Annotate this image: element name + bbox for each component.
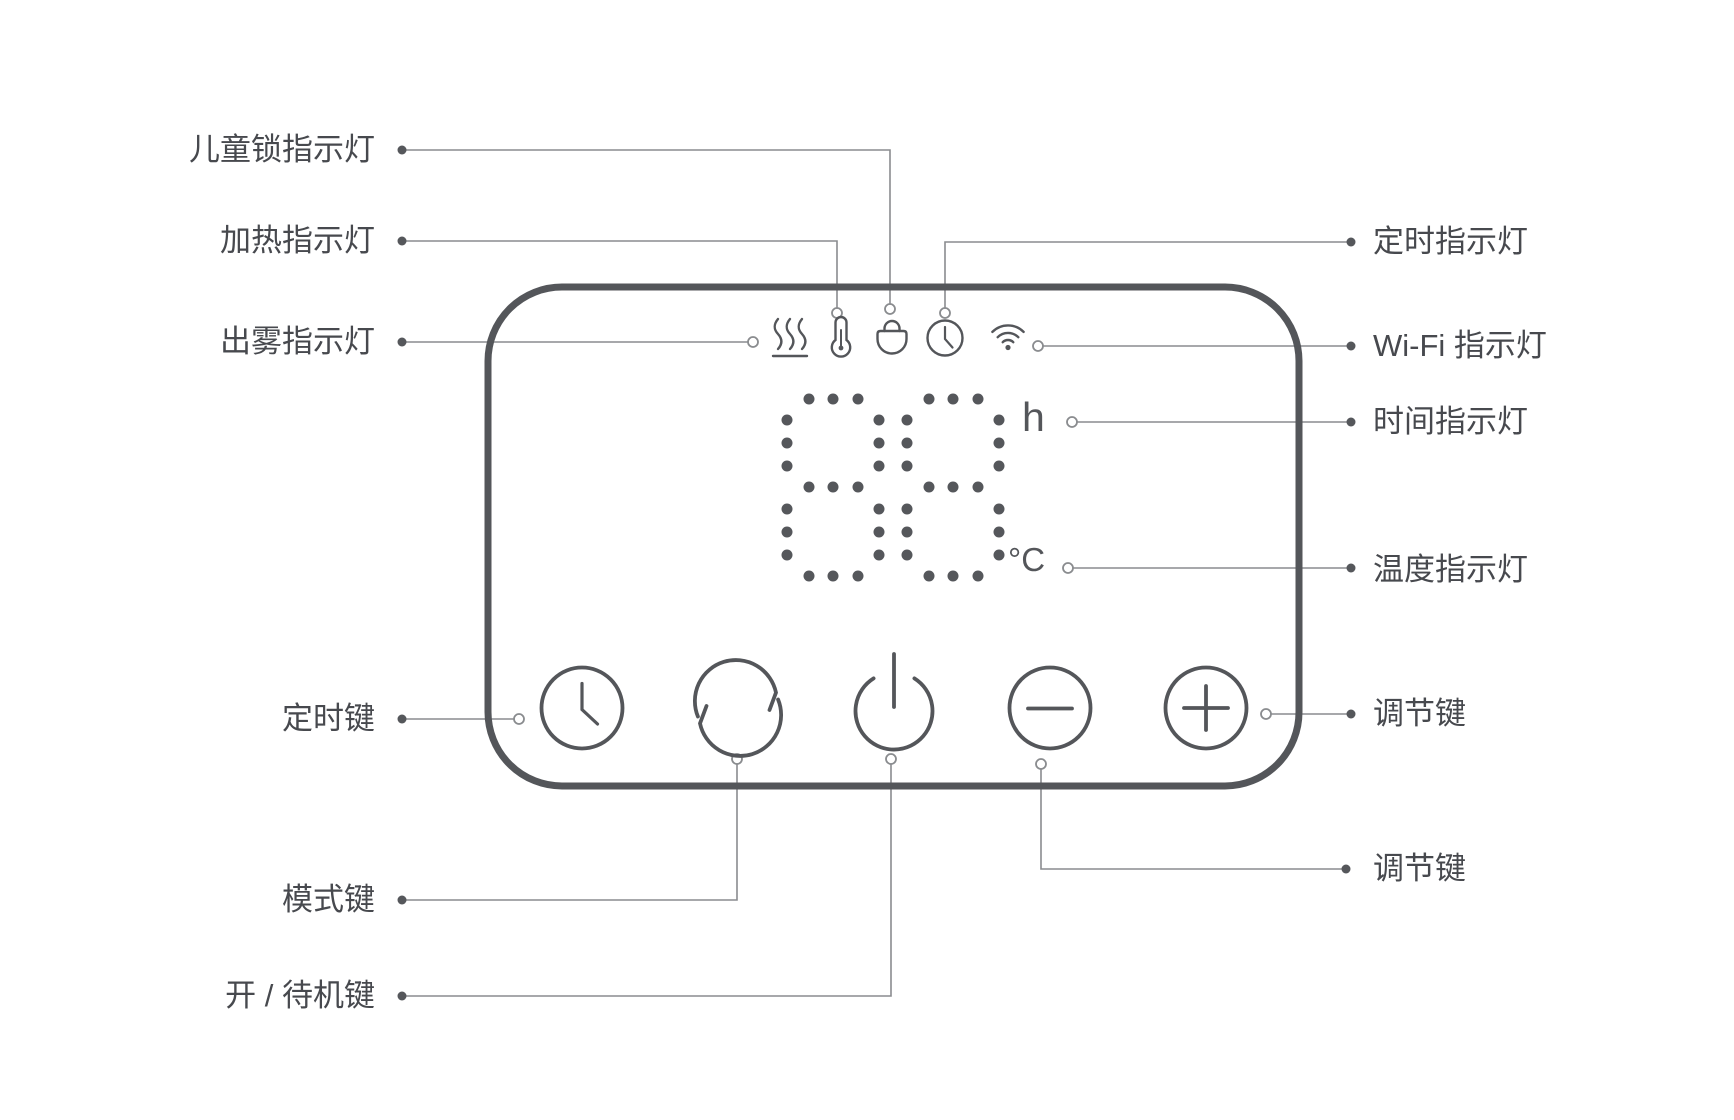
label-adjust-button-minus: 调节键 [1373, 851, 1466, 886]
thermometer-icon [830, 315, 852, 358]
timer-button[interactable] [539, 665, 625, 751]
panel-outline [484, 283, 1303, 790]
label-mist-indicator: 出雾指示灯 [220, 324, 375, 359]
dot-matrix-display [781, 393, 1005, 582]
leader-adjust-button-minus [1040, 769, 1346, 870]
minus-button[interactable] [1007, 665, 1093, 751]
hour-unit: h [1022, 394, 1045, 440]
leader-timer-indicator [944, 241, 1351, 308]
wifi-icon [991, 324, 1025, 351]
lock-icon [876, 319, 908, 355]
label-wifi-indicator: Wi-Fi 指示灯 [1373, 328, 1547, 363]
label-mode-button: 模式键 [282, 882, 375, 917]
label-heating-indicator: 加热指示灯 [220, 223, 375, 258]
leader-mode-button [402, 764, 738, 901]
label-hour-indicator: 时间指示灯 [1373, 404, 1528, 439]
leader-lines [402, 149, 1351, 997]
label-adjust-button-plus: 调节键 [1373, 696, 1466, 731]
leader-heating-indicator [402, 240, 838, 308]
label-timer-button: 定时键 [282, 701, 375, 736]
leader-child-lock-indicator [402, 149, 891, 304]
leader-power-button [402, 764, 892, 997]
clock-icon [926, 319, 964, 357]
label-power-standby-button: 开 / 待机键 [225, 978, 375, 1013]
label-temperature-indicator: 温度指示灯 [1373, 552, 1528, 587]
power-button[interactable] [853, 652, 935, 752]
temperature-unit: °C [1008, 541, 1046, 578]
plus-button[interactable] [1163, 665, 1249, 751]
label-child-lock-indicator: 儿童锁指示灯 [189, 132, 375, 167]
leader-label-dots [397, 145, 1356, 1001]
label-timer-indicator: 定时指示灯 [1373, 224, 1528, 259]
mist-icon [771, 317, 809, 358]
mode-button[interactable] [692, 658, 784, 758]
